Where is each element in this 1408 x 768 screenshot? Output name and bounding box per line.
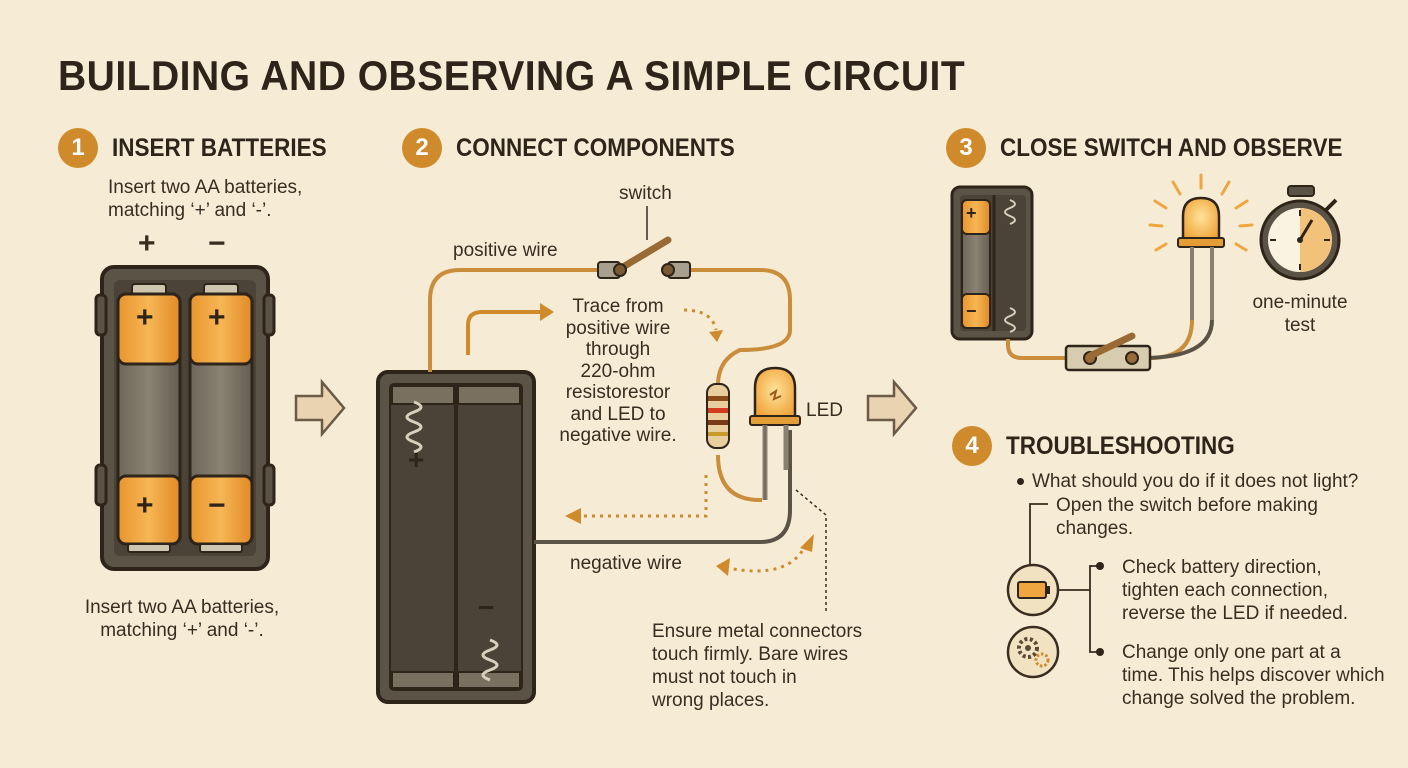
battery-left-plus-bottom: + — [136, 489, 154, 522]
troubleshoot-item-1: Open the switch before making changes. — [1056, 494, 1318, 540]
troubleshoot-item-2: Check battery direction, tighten each co… — [1122, 556, 1348, 625]
step-number: 1 — [58, 128, 98, 168]
negative-wire — [534, 430, 792, 544]
text-line: change solved the problem. — [1122, 688, 1356, 709]
troubleshoot-question: What should you do if it does not light? — [1032, 471, 1359, 492]
trace-instructions: Trace from positive wire through 220-ohm… — [548, 296, 688, 447]
mini-battery-minus: − — [966, 301, 977, 321]
switch-component — [597, 206, 691, 279]
text-line: Change only one part at a — [1122, 642, 1341, 663]
text-line: 220-ohm — [580, 360, 656, 382]
resistor-component — [706, 383, 730, 449]
battery-holder-step3 — [950, 185, 1034, 341]
text-line: test — [1284, 315, 1316, 336]
timer-label: one-minute test — [1246, 291, 1354, 337]
text-line: must not touch in — [652, 667, 797, 688]
step-3-header: 3 CLOSE SWITCH AND OBSERVE — [946, 128, 1381, 168]
gears-icon — [1006, 625, 1060, 679]
holder-minus-sign: − — [478, 592, 495, 623]
step-number: 3 — [946, 128, 986, 168]
mini-battery-plus: + — [966, 203, 977, 223]
text-line: reverse the LED if needed. — [1122, 603, 1349, 624]
led-component — [749, 366, 801, 500]
switch-label: switch — [619, 183, 672, 204]
led-label: LED — [806, 400, 843, 421]
text-line: one-minute — [1252, 292, 1348, 313]
negative-wire-label: negative wire — [570, 553, 682, 574]
text-line: touch firmly. Bare wires — [652, 644, 849, 665]
trace-dotted-2 — [580, 475, 708, 518]
positive-wire — [428, 268, 600, 372]
positive-wire-label: positive wire — [453, 240, 558, 261]
text-line: changes. — [1056, 518, 1134, 539]
text-line: Ensure metal connectors — [652, 621, 863, 642]
stopwatch-icon — [1259, 185, 1341, 281]
text-line: matching ‘+’ and ‘-’. — [108, 200, 272, 221]
text-line: through — [585, 339, 651, 360]
page-title: BUILDING AND OBSERVING A SIMPLE CIRCUIT — [58, 52, 966, 99]
trace-dotted-3 — [727, 543, 808, 573]
battery-right-plus: + — [208, 301, 226, 334]
connector-note: Ensure metal connectors touch firmly. Ba… — [652, 620, 862, 712]
text-line: tighten each connection, — [1122, 580, 1328, 601]
text-line: Trace from — [572, 296, 664, 317]
holder-minus-sign: − — [208, 227, 226, 260]
battery-holder-step2 — [376, 370, 536, 704]
battery-right-minus-bottom: − — [208, 489, 226, 522]
text-line: resistorestor — [565, 382, 671, 403]
text-line: and LED to — [570, 403, 666, 425]
text-line: negative wire. — [559, 425, 677, 446]
holder-plus-sign: + — [138, 227, 156, 260]
holder-plus-sign: + — [408, 444, 425, 475]
switch-closed — [1064, 332, 1152, 372]
battery-left-plus: + — [136, 301, 154, 334]
led-lit — [1148, 173, 1254, 320]
battery-icon — [1006, 563, 1060, 617]
step-number: 4 — [952, 426, 992, 466]
trace-dotted-1 — [683, 308, 718, 331]
step1-top-text: Insert two AA batteries, matching ‘+’ an… — [108, 176, 302, 222]
step1-bottom-text: Insert two AA batteries, matching ‘+’ an… — [70, 596, 294, 642]
arrow-2-to-3 — [866, 378, 918, 438]
step-heading: TROUBLESHOOTING — [1006, 431, 1235, 460]
text-line: positive wire — [565, 317, 671, 339]
text-line: time. This helps discover which — [1122, 665, 1385, 686]
battery-holder-step1 — [94, 265, 276, 571]
text-line: Insert two AA batteries, — [84, 597, 280, 618]
step-heading: CONNECT COMPONENTS — [456, 133, 735, 162]
step-number: 2 — [402, 128, 442, 168]
trace-arrow-1 — [466, 310, 540, 355]
text-line: Open the switch before making — [1056, 495, 1318, 516]
troubleshoot-item-3: Change only one part at a time. This hel… — [1122, 641, 1385, 710]
step-heading: INSERT BATTERIES — [112, 133, 327, 162]
text-line: matching ‘+’ and ‘-’. — [100, 620, 264, 641]
bullet-dot — [1017, 478, 1024, 485]
step-heading: CLOSE SWITCH AND OBSERVE — [1000, 133, 1343, 162]
arrow-1-to-2 — [294, 378, 346, 438]
step-4-header: 4 TROUBLESHOOTING — [952, 426, 1260, 466]
step-2-header: 2 CONNECT COMPONENTS — [402, 128, 766, 168]
text-line: wrong places. — [652, 690, 770, 711]
step-1-header: 1 INSERT BATTERIES — [58, 128, 350, 168]
text-line: Insert two AA batteries, — [108, 177, 303, 198]
text-line: Check battery direction, — [1122, 557, 1322, 578]
